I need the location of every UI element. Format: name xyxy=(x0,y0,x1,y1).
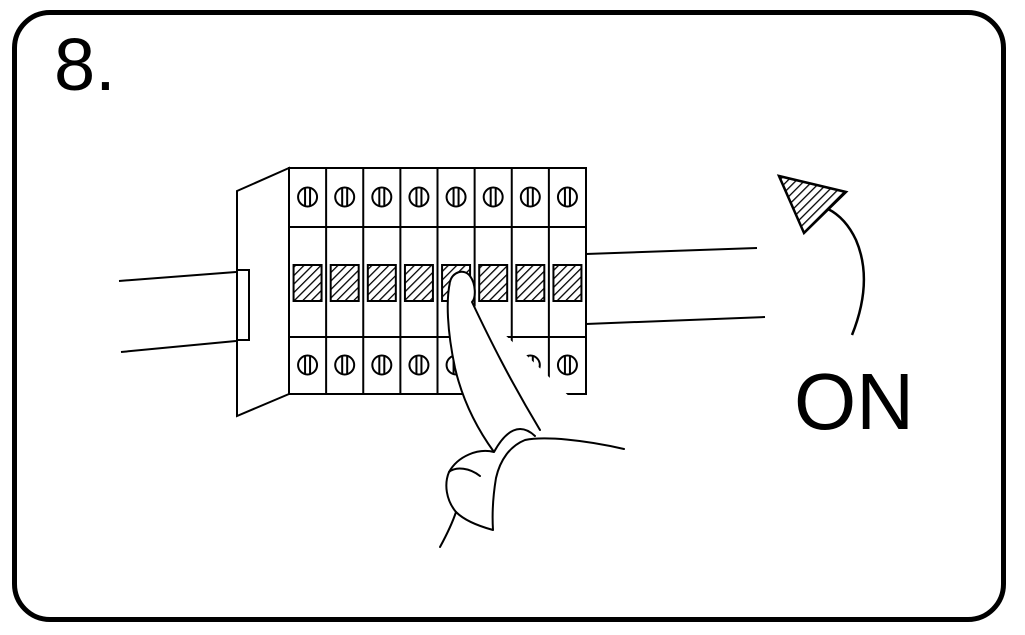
screw-terminal-icon xyxy=(297,186,319,208)
screw-terminal-icon xyxy=(371,186,393,208)
screw-terminal-icon xyxy=(371,354,393,376)
screw-terminal-icon xyxy=(334,186,356,208)
screw-terminal-icon xyxy=(334,354,356,376)
screw-terminal-icon xyxy=(297,354,319,376)
cable-right-top xyxy=(585,247,758,255)
screw-terminal-icon xyxy=(408,354,430,376)
on-state-label: ON xyxy=(794,357,914,446)
cable-left-bottom xyxy=(120,340,237,353)
screw-terminal-icon xyxy=(408,186,430,208)
screw-terminal-icon xyxy=(519,186,541,208)
screw-terminal-icon xyxy=(482,186,504,208)
breaker-toggle[interactable] xyxy=(329,264,360,302)
fingertip xyxy=(449,270,541,431)
card-frame xyxy=(12,10,1006,622)
breaker-toggle[interactable] xyxy=(366,264,397,302)
breaker-toggle[interactable] xyxy=(515,264,546,302)
thumb-edge xyxy=(448,467,481,477)
step-number: 8. xyxy=(54,23,116,106)
panel-clamp xyxy=(236,269,250,341)
screw-terminal-icon xyxy=(556,186,578,208)
cable-left-top xyxy=(118,271,237,282)
breaker-toggle[interactable] xyxy=(292,264,323,302)
breaker-toggle[interactable] xyxy=(478,264,509,302)
cable-right-bottom xyxy=(585,316,766,325)
breaker-row xyxy=(292,168,583,394)
breaker-toggle[interactable] xyxy=(403,264,434,302)
screw-terminal-icon xyxy=(556,354,578,376)
hand-wrist xyxy=(439,511,457,548)
upward-arrow-icon xyxy=(776,174,866,336)
screw-terminal-icon xyxy=(445,186,467,208)
breaker-toggle[interactable] xyxy=(552,264,583,302)
